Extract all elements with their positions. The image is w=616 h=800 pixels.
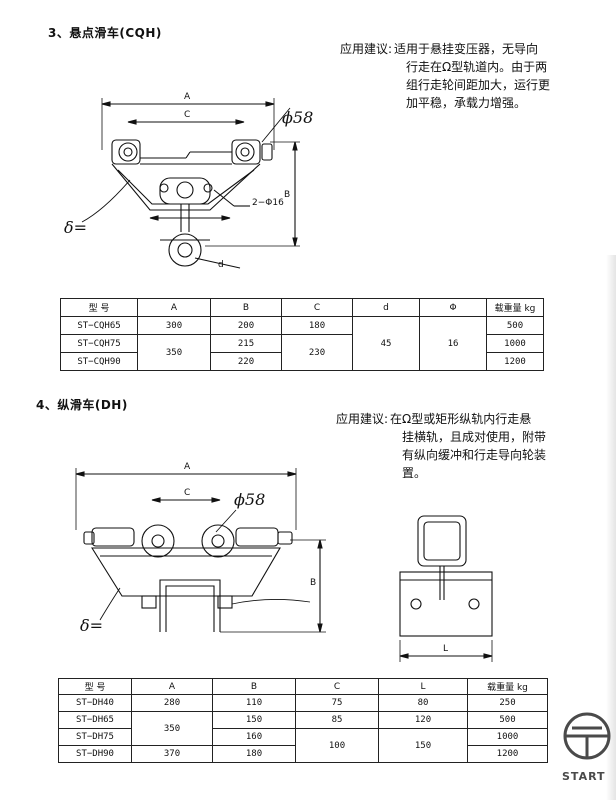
cqh-handwritten-phi: ϕ58 [282, 108, 314, 127]
table-header: B [212, 678, 296, 695]
table-cell: 500 [467, 711, 548, 729]
cqh-spec-table: 型 号 A B C d Φ 载重量 kg ST−CQH65 300 200 18… [60, 298, 544, 371]
table-cell: 350 [137, 334, 211, 371]
table-header: 载重量 kg [467, 678, 548, 695]
cqh-label-d: d [218, 260, 224, 270]
table-cell: 110 [212, 694, 296, 712]
table-cell: 80 [378, 694, 468, 712]
section1-advice-label: 应用建议: [340, 42, 393, 56]
section2-advice-line: 挂横轨，且成对使用，附带 [402, 430, 547, 444]
start-logo-text: START [562, 770, 606, 783]
section2-advice-label: 应用建议: [336, 412, 389, 426]
table-cell: 45 [352, 316, 420, 371]
table-cell: 150 [378, 728, 468, 763]
dh-handwritten-phi: ϕ58 [234, 490, 266, 509]
table-cell: 180 [212, 745, 296, 763]
table-cell: 150 [212, 711, 296, 729]
table-header: 型 号 [60, 298, 138, 317]
table-cell: 250 [467, 694, 548, 712]
scan-edge-shadow [606, 255, 616, 800]
dh-handwritten-delta: δ= [80, 616, 104, 635]
table-cell: 220 [210, 352, 282, 371]
table-header: C [281, 298, 353, 317]
table-cell: 230 [281, 334, 353, 371]
table-row: ST−CQH90 220 1200 [60, 352, 544, 371]
table-row: ST−CQH65 300 200 180 45 16 500 [60, 316, 544, 371]
table-cell: 215 [210, 334, 282, 353]
table-cell: 1200 [467, 745, 548, 763]
dh-trolley-drawing [75, 468, 493, 662]
table-cell: 350 [131, 711, 213, 746]
table-row: ST−DH75 160 100 150 1000 [58, 728, 548, 763]
section1-title: 3、悬点滑车(CQH) [48, 26, 162, 40]
section2-advice-line: 在Ω型或矩形纵轨内行走悬 [390, 412, 532, 426]
table-cell: ST−DH90 [58, 745, 132, 763]
section1-advice-line: 行走在Ω型轨道内。由于两 [406, 60, 548, 74]
table-header: 型 号 [58, 678, 132, 695]
table-cell: 120 [378, 711, 468, 729]
table-row: ST−DH65 350 150 85 120 500 [58, 711, 548, 746]
table-cell: ST−CQH65 [60, 316, 138, 335]
table-cell: 180 [281, 316, 353, 335]
table-header: 载重量 kg [486, 298, 544, 317]
section1-advice: 应用建议:适用于悬挂变压器，无导向 行走在Ω型轨道内。由于两 组行走轮间距加大，… [340, 40, 580, 112]
table-header: B [210, 298, 282, 317]
table-cell: 1000 [467, 728, 548, 746]
table-header: d [352, 298, 420, 317]
table-row: ST−DH90 370 180 1200 [58, 745, 548, 763]
cqh-label-hole: 2−Φ16 [252, 198, 284, 208]
cqh-label-c: C [184, 110, 191, 120]
cqh-label-a: A [184, 92, 191, 102]
table-header: Φ [419, 298, 487, 317]
table-cell: ST−DH75 [58, 728, 132, 746]
section2-advice-line: 有纵向缓冲和行走导向轮装 [402, 448, 547, 462]
table-cell: 85 [295, 711, 379, 729]
table-cell: 370 [131, 745, 213, 763]
table-cell: 1200 [486, 352, 544, 371]
table-cell: ST−DH65 [58, 711, 132, 729]
table-cell: 160 [212, 728, 296, 746]
section1-advice-line: 加平稳，承载力增强。 [406, 96, 527, 110]
table-cell: 200 [210, 316, 282, 335]
cqh-label-b: B [284, 190, 291, 200]
table-cell: 280 [131, 694, 213, 712]
start-logo-mark [563, 712, 611, 760]
table-cell: ST−CQH75 [60, 334, 138, 353]
dh-label-c: C [184, 488, 191, 498]
section1-advice-line: 组行走轮间距加大，运行更 [406, 78, 551, 92]
cqh-trolley-drawing [81, 98, 300, 269]
cqh-handwritten-delta: δ= [64, 218, 88, 237]
table-header: A [131, 678, 213, 695]
table-header: A [137, 298, 211, 317]
table-header: C [295, 678, 379, 695]
dh-spec-table: 型 号 A B C L 载重量 kg ST−DH40 280 110 75 80… [58, 678, 548, 763]
table-cell: 16 [419, 316, 487, 371]
dh-label-l: L [443, 644, 449, 654]
section1-advice-line: 适用于悬挂变压器，无导向 [394, 42, 539, 56]
table-cell: ST−CQH90 [60, 352, 138, 371]
dh-label-b: B [310, 578, 317, 588]
table-header: L [378, 678, 468, 695]
table-row: ST−DH40 280 110 75 80 250 [58, 694, 548, 712]
table-cell: ST−DH40 [58, 694, 132, 712]
table-cell: 100 [295, 728, 379, 763]
table-cell: 1000 [486, 334, 544, 353]
section2-title: 4、纵滑车(DH) [36, 398, 128, 412]
table-cell: 300 [137, 316, 211, 335]
section2-advice: 应用建议:在Ω型或矩形纵轨内行走悬 挂横轨，且成对使用，附带 有纵向缓冲和行走导… [336, 410, 586, 482]
table-cell: 500 [486, 316, 544, 335]
section2-advice-line: 置。 [402, 466, 427, 480]
dh-label-a: A [184, 462, 191, 472]
table-cell: 75 [295, 694, 379, 712]
